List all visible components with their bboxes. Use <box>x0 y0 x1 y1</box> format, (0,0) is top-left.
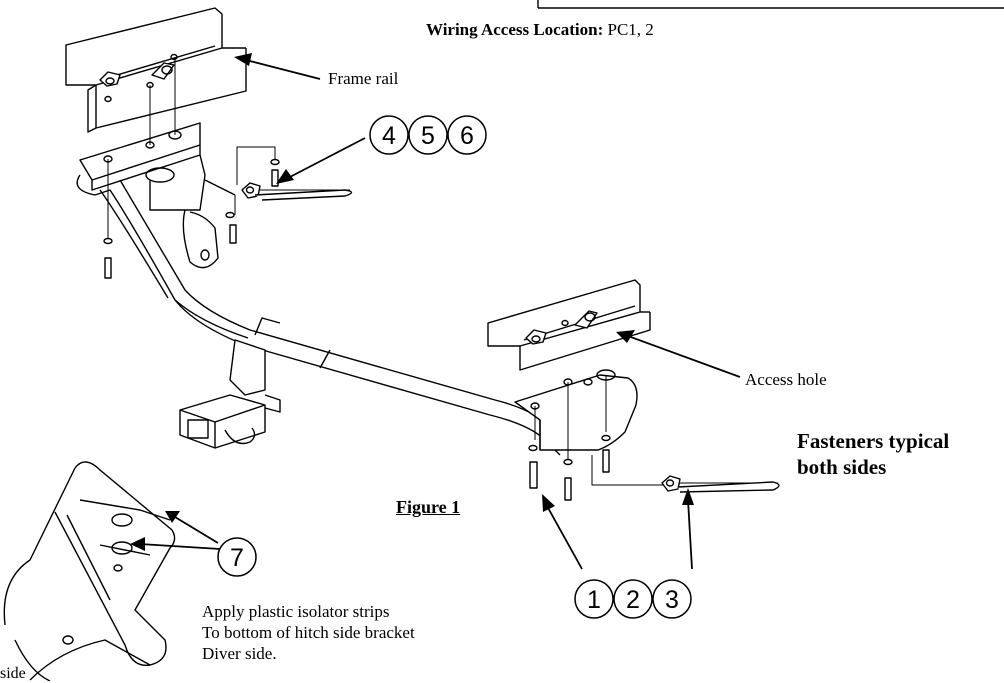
left-frame-rail <box>65 7 247 133</box>
callout-arrows <box>139 59 741 570</box>
frame-rail-label: Frame rail <box>328 69 399 88</box>
receiver <box>179 339 281 449</box>
fasteners-line2: both sides <box>797 455 887 479</box>
callout-4: 4 <box>382 122 396 150</box>
isolator-detail <box>3 461 176 681</box>
wiring-access-label: Wiring Access Location: <box>426 20 604 39</box>
fasteners-line1: Fasteners typical <box>797 429 950 453</box>
callout-circle-5 <box>408 115 448 155</box>
right-side-bracket <box>514 369 638 451</box>
callout-circle-2 <box>613 579 653 619</box>
callout-circles <box>217 115 692 619</box>
callout-5: 5 <box>421 122 435 150</box>
isolator-line2: To bottom of hitch side bracket <box>202 623 415 642</box>
callout-circle-3 <box>652 579 692 619</box>
callout-7: 7 <box>230 544 244 572</box>
cut-off-side-label: side <box>0 665 26 682</box>
cross-tube <box>76 174 561 456</box>
callout-2: 2 <box>626 586 640 614</box>
wiring-access-value: PC1, 2 <box>607 20 654 39</box>
isolator-line3: Diver side. <box>202 644 277 663</box>
isolator-line1: Apply plastic isolator strips <box>202 602 390 621</box>
access-hole-label: Access hole <box>745 370 827 389</box>
callout-circle-7 <box>217 537 257 577</box>
callout-circle-1 <box>574 579 614 619</box>
callout-circle-6 <box>447 115 487 155</box>
callout-3: 3 <box>665 586 679 614</box>
callout-1: 1 <box>587 586 601 614</box>
fasteners-note: Fasteners typical both sides <box>797 428 949 480</box>
wiring-access: Wiring Access Location: PC1, 2 <box>426 20 654 40</box>
bolts <box>103 158 780 501</box>
isolator-note: Apply plastic isolator strips To bottom … <box>202 601 415 664</box>
figure-title: Figure 1 <box>396 497 461 517</box>
callout-circle-4 <box>369 115 409 155</box>
callout-6: 6 <box>460 122 474 150</box>
right-frame-rail <box>487 279 651 371</box>
